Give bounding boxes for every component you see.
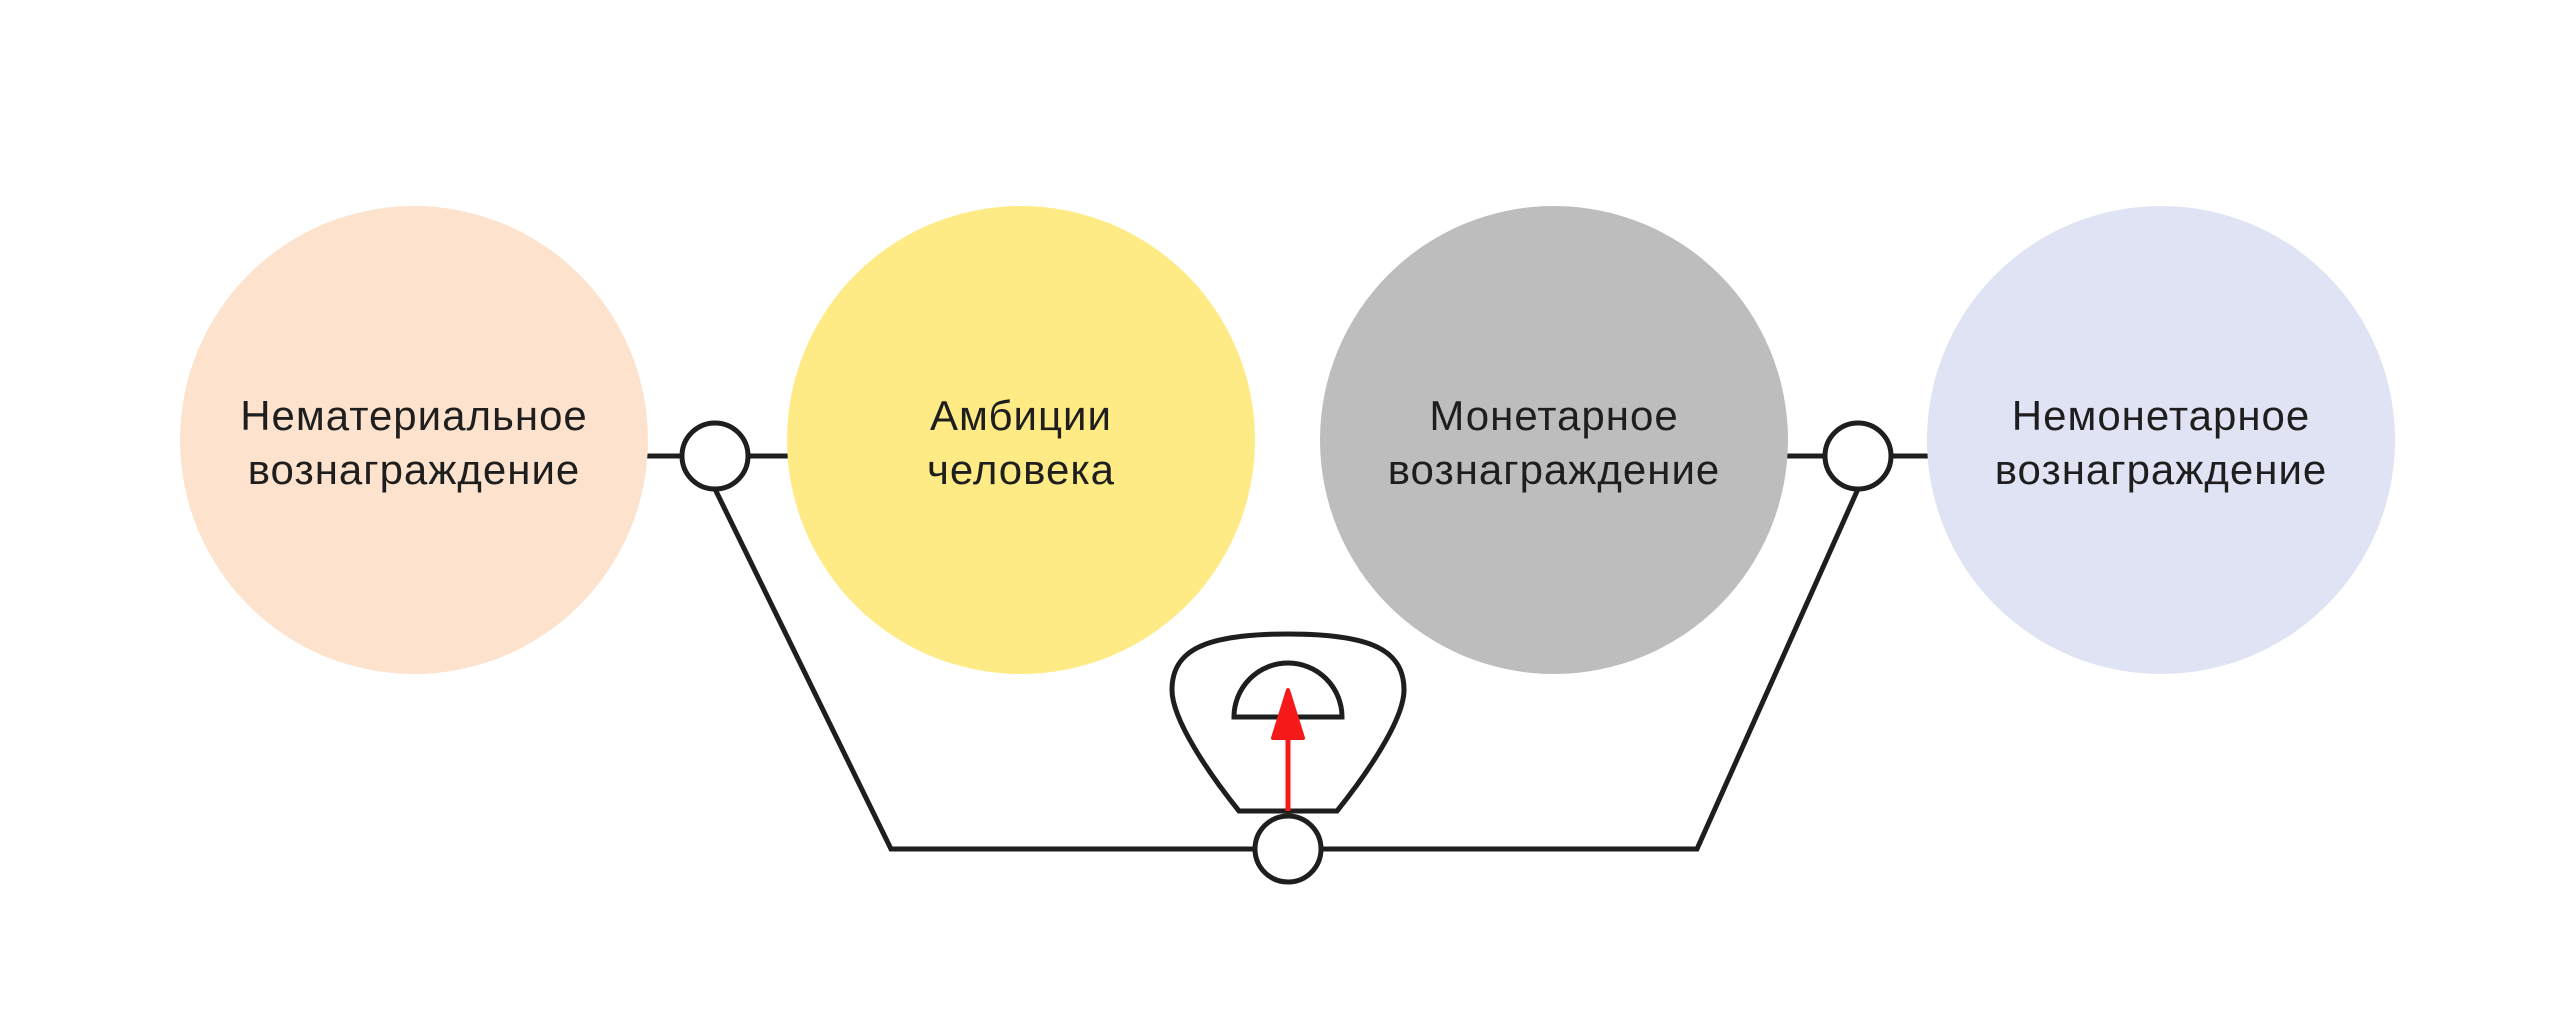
gauge-dial [1231,660,1345,720]
node-label-line1: Монетарное [1429,392,1678,439]
arrow-up-icon [1271,688,1305,811]
joint-circle-right [1822,420,1894,492]
node-label-line1: Нематериальное [240,392,588,439]
node-label-line2: вознаграждение [1995,446,2328,493]
node-circle [787,206,1255,674]
joint-circle-bottom [1252,813,1324,885]
gauge-icon [1169,631,1407,814]
node-circle [180,206,648,674]
node-monetary-reward: Монетарное вознаграждение [1320,206,1788,674]
right-path-line [1321,487,1861,852]
node-intangible-reward: Нематериальное вознаграждение [180,206,648,674]
node-label-line1: Немонетарное [2012,392,2310,439]
joint-circle-left [679,420,751,492]
node-label-line2: вознаграждение [248,446,581,493]
node-nonmonetary-reward: Немонетарное вознаграждение [1927,206,2395,674]
node-label-line2: человека [927,446,1115,493]
node-human-ambitions: Амбиции человека [787,206,1255,674]
node-circle [1927,206,2395,674]
gauge-body [1169,631,1407,814]
node-label-line1: Амбиции [930,392,1112,439]
node-circle [1320,206,1788,674]
left-path-line [712,487,1255,852]
node-label-line2: вознаграждение [1388,446,1721,493]
